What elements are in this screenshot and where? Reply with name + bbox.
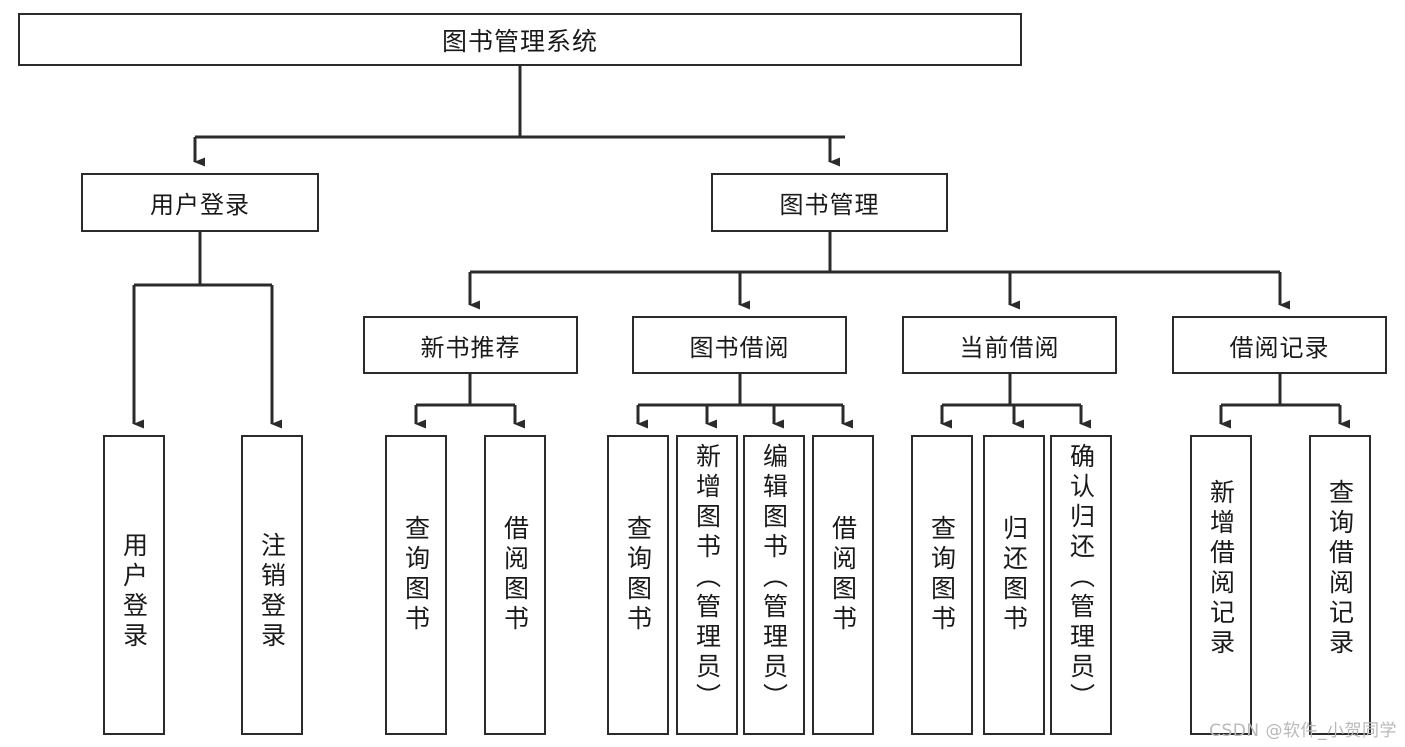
leaf-borrow-book-borrow[interactable]: 借阅图书: [812, 435, 874, 735]
node-label: 新书推荐: [420, 333, 521, 362]
leaf-query-book-current[interactable]: 查询图书: [911, 435, 973, 735]
leaf-label: 查询图书: [623, 515, 653, 635]
leaf-confirm-return-admin[interactable]: 确认归还（管理员）: [1050, 435, 1112, 735]
leaf-label: 借阅图书: [828, 515, 858, 635]
leaf-label: 编辑图书（管理员）: [759, 443, 789, 713]
leaf-logout-login[interactable]: 注销登录: [241, 435, 303, 735]
leaf-label: 确认归还（管理员）: [1066, 443, 1096, 713]
leaf-label: 归还图书: [999, 515, 1029, 635]
leaf-label: 用户登录: [119, 532, 149, 652]
node-current-borrow[interactable]: 当前借阅: [902, 316, 1117, 374]
leaf-query-book-recommend[interactable]: 查询图书: [385, 435, 447, 735]
leaf-add-borrow-record[interactable]: 新增借阅记录: [1190, 435, 1252, 735]
csdn-watermark: CSDN @软件_小贺同学: [1209, 721, 1397, 741]
leaf-label: 新增借阅记录: [1206, 479, 1236, 659]
leaf-query-book-borrow[interactable]: 查询图书: [607, 435, 669, 735]
node-user-login[interactable]: 用户登录: [81, 173, 319, 232]
leaf-label: 新增图书（管理员）: [692, 443, 722, 713]
leaf-return-book[interactable]: 归还图书: [983, 435, 1045, 735]
node-label: 当前借阅: [959, 333, 1060, 362]
node-borrow-record[interactable]: 借阅记录: [1172, 316, 1387, 374]
leaf-label: 注销登录: [257, 532, 287, 652]
leaf-add-book-admin[interactable]: 新增图书（管理员）: [676, 435, 738, 735]
leaf-label: 查询图书: [401, 515, 431, 635]
node-label: 借阅记录: [1229, 333, 1330, 362]
leaf-label: 查询图书: [927, 515, 957, 635]
node-label: 图书管理系统: [441, 26, 598, 56]
node-label: 用户登录: [150, 191, 250, 219]
leaf-user-login[interactable]: 用户登录: [103, 435, 165, 735]
leaf-edit-book-admin[interactable]: 编辑图书（管理员）: [743, 435, 805, 735]
node-book-management-system[interactable]: 图书管理系统: [18, 13, 1022, 66]
leaf-query-borrow-record[interactable]: 查询借阅记录: [1309, 435, 1371, 735]
node-label: 图书借阅: [689, 333, 790, 362]
leaf-label: 借阅图书: [500, 515, 530, 635]
leaf-borrow-book-recommend[interactable]: 借阅图书: [484, 435, 546, 735]
node-label: 图书管理: [779, 191, 880, 219]
node-book-borrow[interactable]: 图书借阅: [632, 316, 847, 374]
leaf-label: 查询借阅记录: [1325, 479, 1355, 659]
node-book-manage[interactable]: 图书管理: [711, 173, 948, 232]
node-new-book-recommend[interactable]: 新书推荐: [363, 316, 578, 374]
